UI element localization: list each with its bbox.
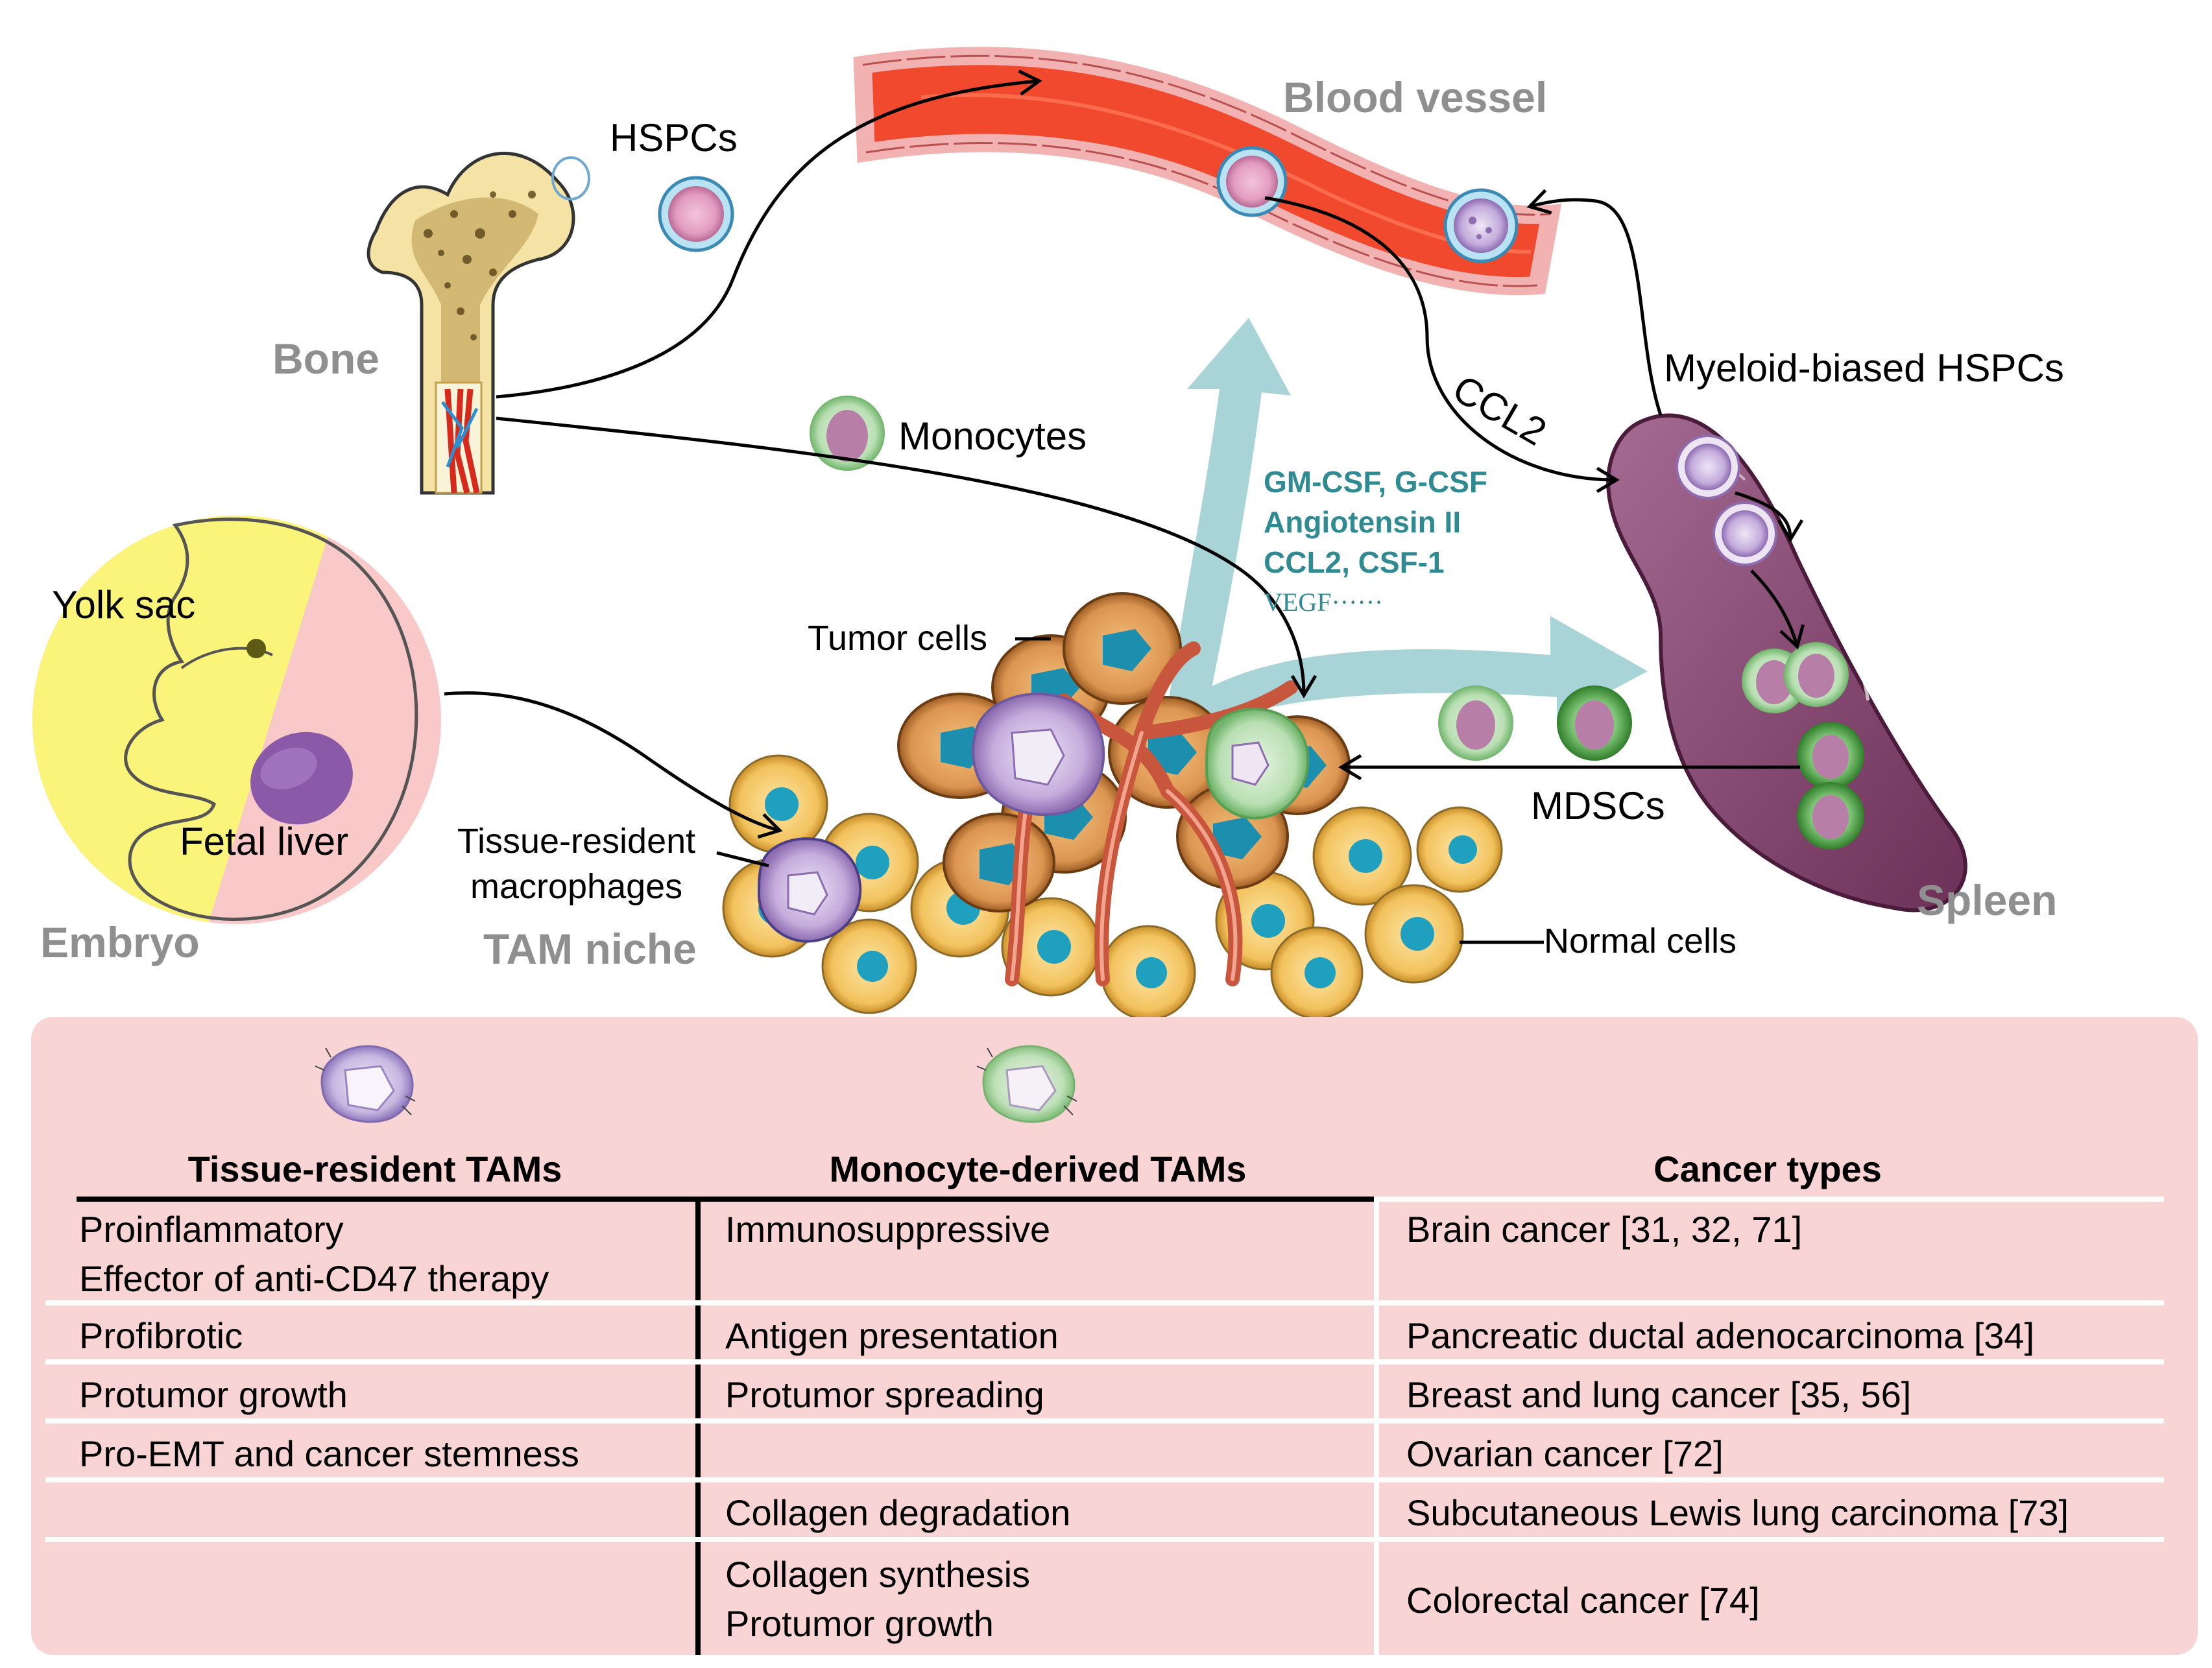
yolk-sac-label: Yolk sac [52,583,196,626]
vessel-myeloid-cell [1443,188,1519,263]
header-tissue-resident-tams: Tissue-resident TAMs [187,1149,562,1189]
tissue-resident-macrophages-line1: Tissue-resident [457,822,696,861]
column-divider [695,1199,701,1655]
spleen-myeloid-cell-1 [1676,435,1740,499]
fetal-liver-label: Fetal liver [180,820,349,863]
spleen-mdsc-2 [1797,782,1864,850]
blood-vessel-label: Blood vessel [1283,73,1548,121]
flow-arrows [444,81,1800,944]
row6-monocyte-line2: Protumor growth [725,1603,994,1644]
factor-line-4: VEGF······ [1264,588,1384,617]
row1-tissue-line1: Proinflammatory [79,1209,344,1250]
row-separator-5 [45,1537,2164,1542]
row2-cancer: Pancreatic ductal adenocarcinoma [34] [1406,1315,2035,1356]
mdsc-cells [1438,685,1632,761]
tam-niche [722,592,1503,1021]
row5-monocyte: Collagen degradation [725,1492,1071,1533]
row6-monocyte: Collagen synthesis Protumor growth [725,1550,1030,1649]
row-separator-1 [45,1300,2164,1305]
factor-line-3: CCL2, CSF-1 [1264,545,1445,579]
monocyte-cell [810,396,885,471]
row1-tissue-line2: Effector of anti-CD47 therapy [79,1258,549,1299]
hspcs-label: HSPCs [610,116,738,160]
signal-arrows [1168,318,1648,726]
row2-monocyte: Antigen presentation [725,1315,1059,1356]
header-rule-right [1374,1197,2164,1202]
row4-cancer: Ovarian cancer [72] [1406,1433,1724,1474]
normal-cells-label: Normal cells [1544,922,1737,960]
row3-cancer: Breast and lung cancer [35, 56] [1406,1374,1912,1415]
spleen-myeloid-cell-2 [1713,501,1777,566]
row-separator-4 [45,1477,2164,1483]
row2-tissue: Profibrotic [79,1315,243,1356]
embryo-label: Embryo [40,918,200,966]
row3-tissue: Protumor growth [79,1374,348,1415]
tam-comparison-panel [31,1017,2198,1655]
tissue-resident-macrophages-label: Tissue-resident macrophages [457,818,695,909]
monocytes-label: Monocytes [898,414,1087,458]
header-monocyte-derived-tams: Monocyte-derived TAMs [829,1149,1247,1189]
tumor-cells-label: Tumor cells [808,619,988,658]
column-divider-white [1374,1199,1379,1655]
bone [367,151,590,495]
tissue-resident-macrophages-line2: macrophages [470,867,683,907]
spleen-label: Spleen [1917,876,2058,924]
row1-tissue: Proinflammatory Effector of anti-CD47 th… [79,1205,549,1304]
row6-monocyte-line1: Collagen synthesis [725,1554,1031,1595]
monocyte-derived-tam-in-niche [1205,708,1310,820]
spleen-mdsc-1 [1797,722,1864,789]
factor-line-2: Angiotensin II [1264,505,1461,539]
bone-label: Bone [272,335,379,383]
factor-line-1: GM-CSF, G-CSF [1264,465,1487,499]
spleen-monocyte-2 [1784,642,1849,707]
row3-monocyte: Protumor spreading [725,1374,1044,1415]
secreted-factors: GM-CSF, G-CSF Angiotensin II CCL2, CSF-1… [1264,462,1487,623]
tissue-resident-macrophage-cell [757,837,862,943]
row-separator-3 [45,1418,2164,1424]
embryo [32,516,441,924]
tissue-resident-tam-in-niche [972,693,1105,816]
hspc-cell [658,176,734,252]
row-separator-2 [45,1359,2164,1364]
monocyte-derived-tam-icon [976,1045,1077,1123]
row6-cancer: Colorectal cancer [74] [1406,1580,1760,1621]
header-cancer-types: Cancer types [1653,1149,1882,1189]
row1-cancer: Brain cancer [31, 32, 71] [1406,1209,1803,1250]
mdscs-label: MDSCs [1531,784,1665,828]
row5-cancer: Subcutaneous Lewis lung carcinoma [73] [1406,1492,2069,1533]
row4-tissue: Pro-EMT and cancer stemness [79,1433,579,1474]
tissue-resident-tam-icon [315,1045,416,1123]
header-rule [77,1197,1374,1202]
tam-niche-label: TAM niche [483,925,697,973]
row1-monocyte: Immunosuppressive [725,1209,1051,1250]
vessel-hspc-cell [1216,146,1288,217]
myeloid-biased-hspcs-label: Myeloid-biased HSPCs [1664,346,2064,390]
